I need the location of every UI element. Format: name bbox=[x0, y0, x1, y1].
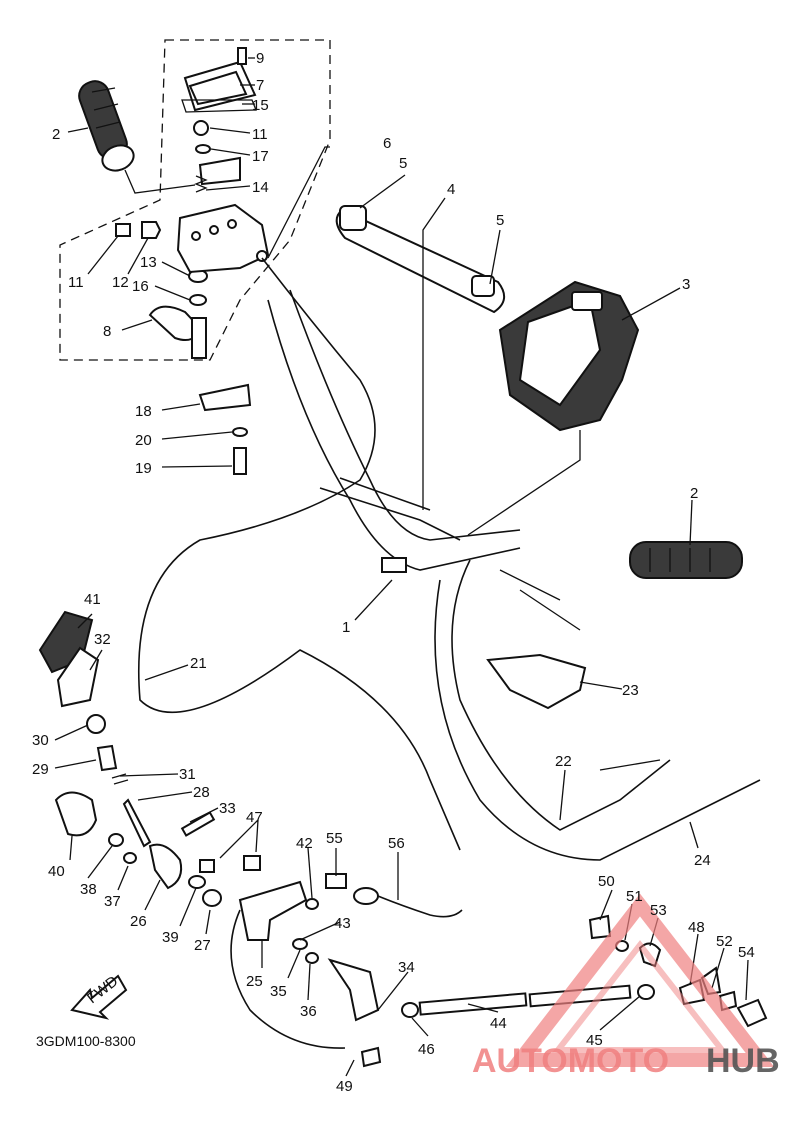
callout-51: 51 bbox=[626, 888, 643, 905]
callout-47: 47 bbox=[246, 809, 263, 826]
callout-5-left: 5 bbox=[399, 155, 407, 172]
callout-32: 32 bbox=[94, 631, 111, 648]
callout-50: 50 bbox=[598, 873, 615, 890]
callout-5-right: 5 bbox=[496, 212, 504, 229]
right-grip-part bbox=[629, 541, 743, 579]
callout-20: 20 bbox=[135, 432, 152, 449]
left-grip-part bbox=[78, 80, 135, 172]
callout-26: 26 bbox=[130, 913, 147, 930]
callout-18: 18 bbox=[135, 403, 152, 420]
callout-31: 31 bbox=[179, 766, 196, 783]
callout-48: 48 bbox=[688, 919, 705, 936]
watermark-triangle-icon bbox=[505, 893, 775, 1067]
callout-12: 12 bbox=[112, 274, 129, 291]
callout-7: 7 bbox=[256, 77, 264, 94]
callout-4: 4 bbox=[447, 181, 455, 198]
callout-41: 41 bbox=[84, 591, 101, 608]
callout-53: 53 bbox=[650, 902, 667, 919]
callout-38: 38 bbox=[80, 881, 97, 898]
callout-22: 22 bbox=[555, 753, 572, 770]
callout-3: 3 bbox=[682, 276, 690, 293]
callouts: 9 7 15 11 17 14 6 2 5 4 5 3 11 12 13 16 … bbox=[32, 50, 755, 1095]
callout-54: 54 bbox=[738, 944, 755, 961]
callout-17: 17 bbox=[252, 148, 269, 165]
callout-6: 6 bbox=[383, 135, 391, 152]
callout-24: 24 bbox=[694, 852, 711, 869]
callout-9: 9 bbox=[256, 50, 264, 67]
callout-2-left: 2 bbox=[52, 126, 60, 143]
small-fasteners bbox=[115, 47, 247, 306]
callout-52: 52 bbox=[716, 933, 733, 950]
callout-1: 1 bbox=[342, 619, 350, 636]
callout-44: 44 bbox=[490, 1015, 507, 1032]
subassembly-dashed-outline bbox=[59, 39, 331, 361]
callout-19: 19 bbox=[135, 460, 152, 477]
watermark: AUTOMOTO HUB bbox=[472, 893, 780, 1080]
cable-ends bbox=[499, 569, 661, 771]
throttle-lever-part bbox=[148, 305, 207, 359]
callout-2-right: 2 bbox=[690, 485, 698, 502]
clamp-part bbox=[198, 383, 252, 475]
callout-34: 34 bbox=[398, 959, 415, 976]
callout-49: 49 bbox=[336, 1078, 353, 1095]
housing-cover-part bbox=[181, 60, 257, 113]
callout-42: 42 bbox=[296, 835, 313, 852]
brake-switch-part bbox=[199, 855, 463, 1068]
callout-25: 25 bbox=[246, 973, 263, 990]
callout-8: 8 bbox=[103, 323, 111, 340]
callout-27: 27 bbox=[194, 937, 211, 954]
callout-33: 33 bbox=[219, 800, 236, 817]
brake-cable-24 bbox=[434, 579, 761, 861]
callout-35: 35 bbox=[270, 983, 287, 1000]
callout-37: 37 bbox=[104, 893, 121, 910]
parking-knob-part bbox=[38, 610, 183, 890]
callout-11a: 11 bbox=[252, 126, 268, 143]
callout-40: 40 bbox=[48, 863, 65, 880]
watermark-text-auto: AUTOMOTO bbox=[472, 1042, 669, 1080]
throttle-cable bbox=[137, 257, 461, 851]
callout-43: 43 bbox=[334, 915, 351, 932]
callout-36: 36 bbox=[300, 1003, 317, 1020]
handlebar-part bbox=[267, 289, 521, 573]
callout-14: 14 bbox=[252, 179, 269, 196]
lower-washers bbox=[108, 811, 222, 907]
callout-39: 39 bbox=[162, 929, 179, 946]
callout-16: 16 bbox=[132, 278, 149, 295]
callout-55: 55 bbox=[326, 830, 343, 847]
watermark-text-hub: HUB bbox=[706, 1042, 780, 1080]
callout-46: 46 bbox=[418, 1041, 435, 1058]
callout-29: 29 bbox=[32, 761, 49, 778]
callout-21: 21 bbox=[190, 655, 207, 672]
callout-45: 45 bbox=[586, 1032, 603, 1049]
callout-15: 15 bbox=[252, 97, 269, 114]
callout-11b: 11 bbox=[68, 274, 84, 291]
handlebar-pad-part bbox=[335, 205, 505, 314]
callout-30: 30 bbox=[32, 732, 49, 749]
brake-cable-22 bbox=[451, 559, 671, 831]
diagram-code: 3GDM100-8300 bbox=[36, 1033, 136, 1049]
brake-lever-bracket-part bbox=[486, 653, 587, 710]
callout-23: 23 bbox=[622, 682, 639, 699]
throttle-housing-part bbox=[176, 203, 270, 274]
fwd-arrow-icon: FWD bbox=[70, 973, 128, 1020]
callout-56: 56 bbox=[388, 835, 405, 852]
handlebar-cover-part bbox=[498, 280, 640, 432]
callout-13: 13 bbox=[140, 254, 157, 271]
callout-28: 28 bbox=[193, 784, 210, 801]
